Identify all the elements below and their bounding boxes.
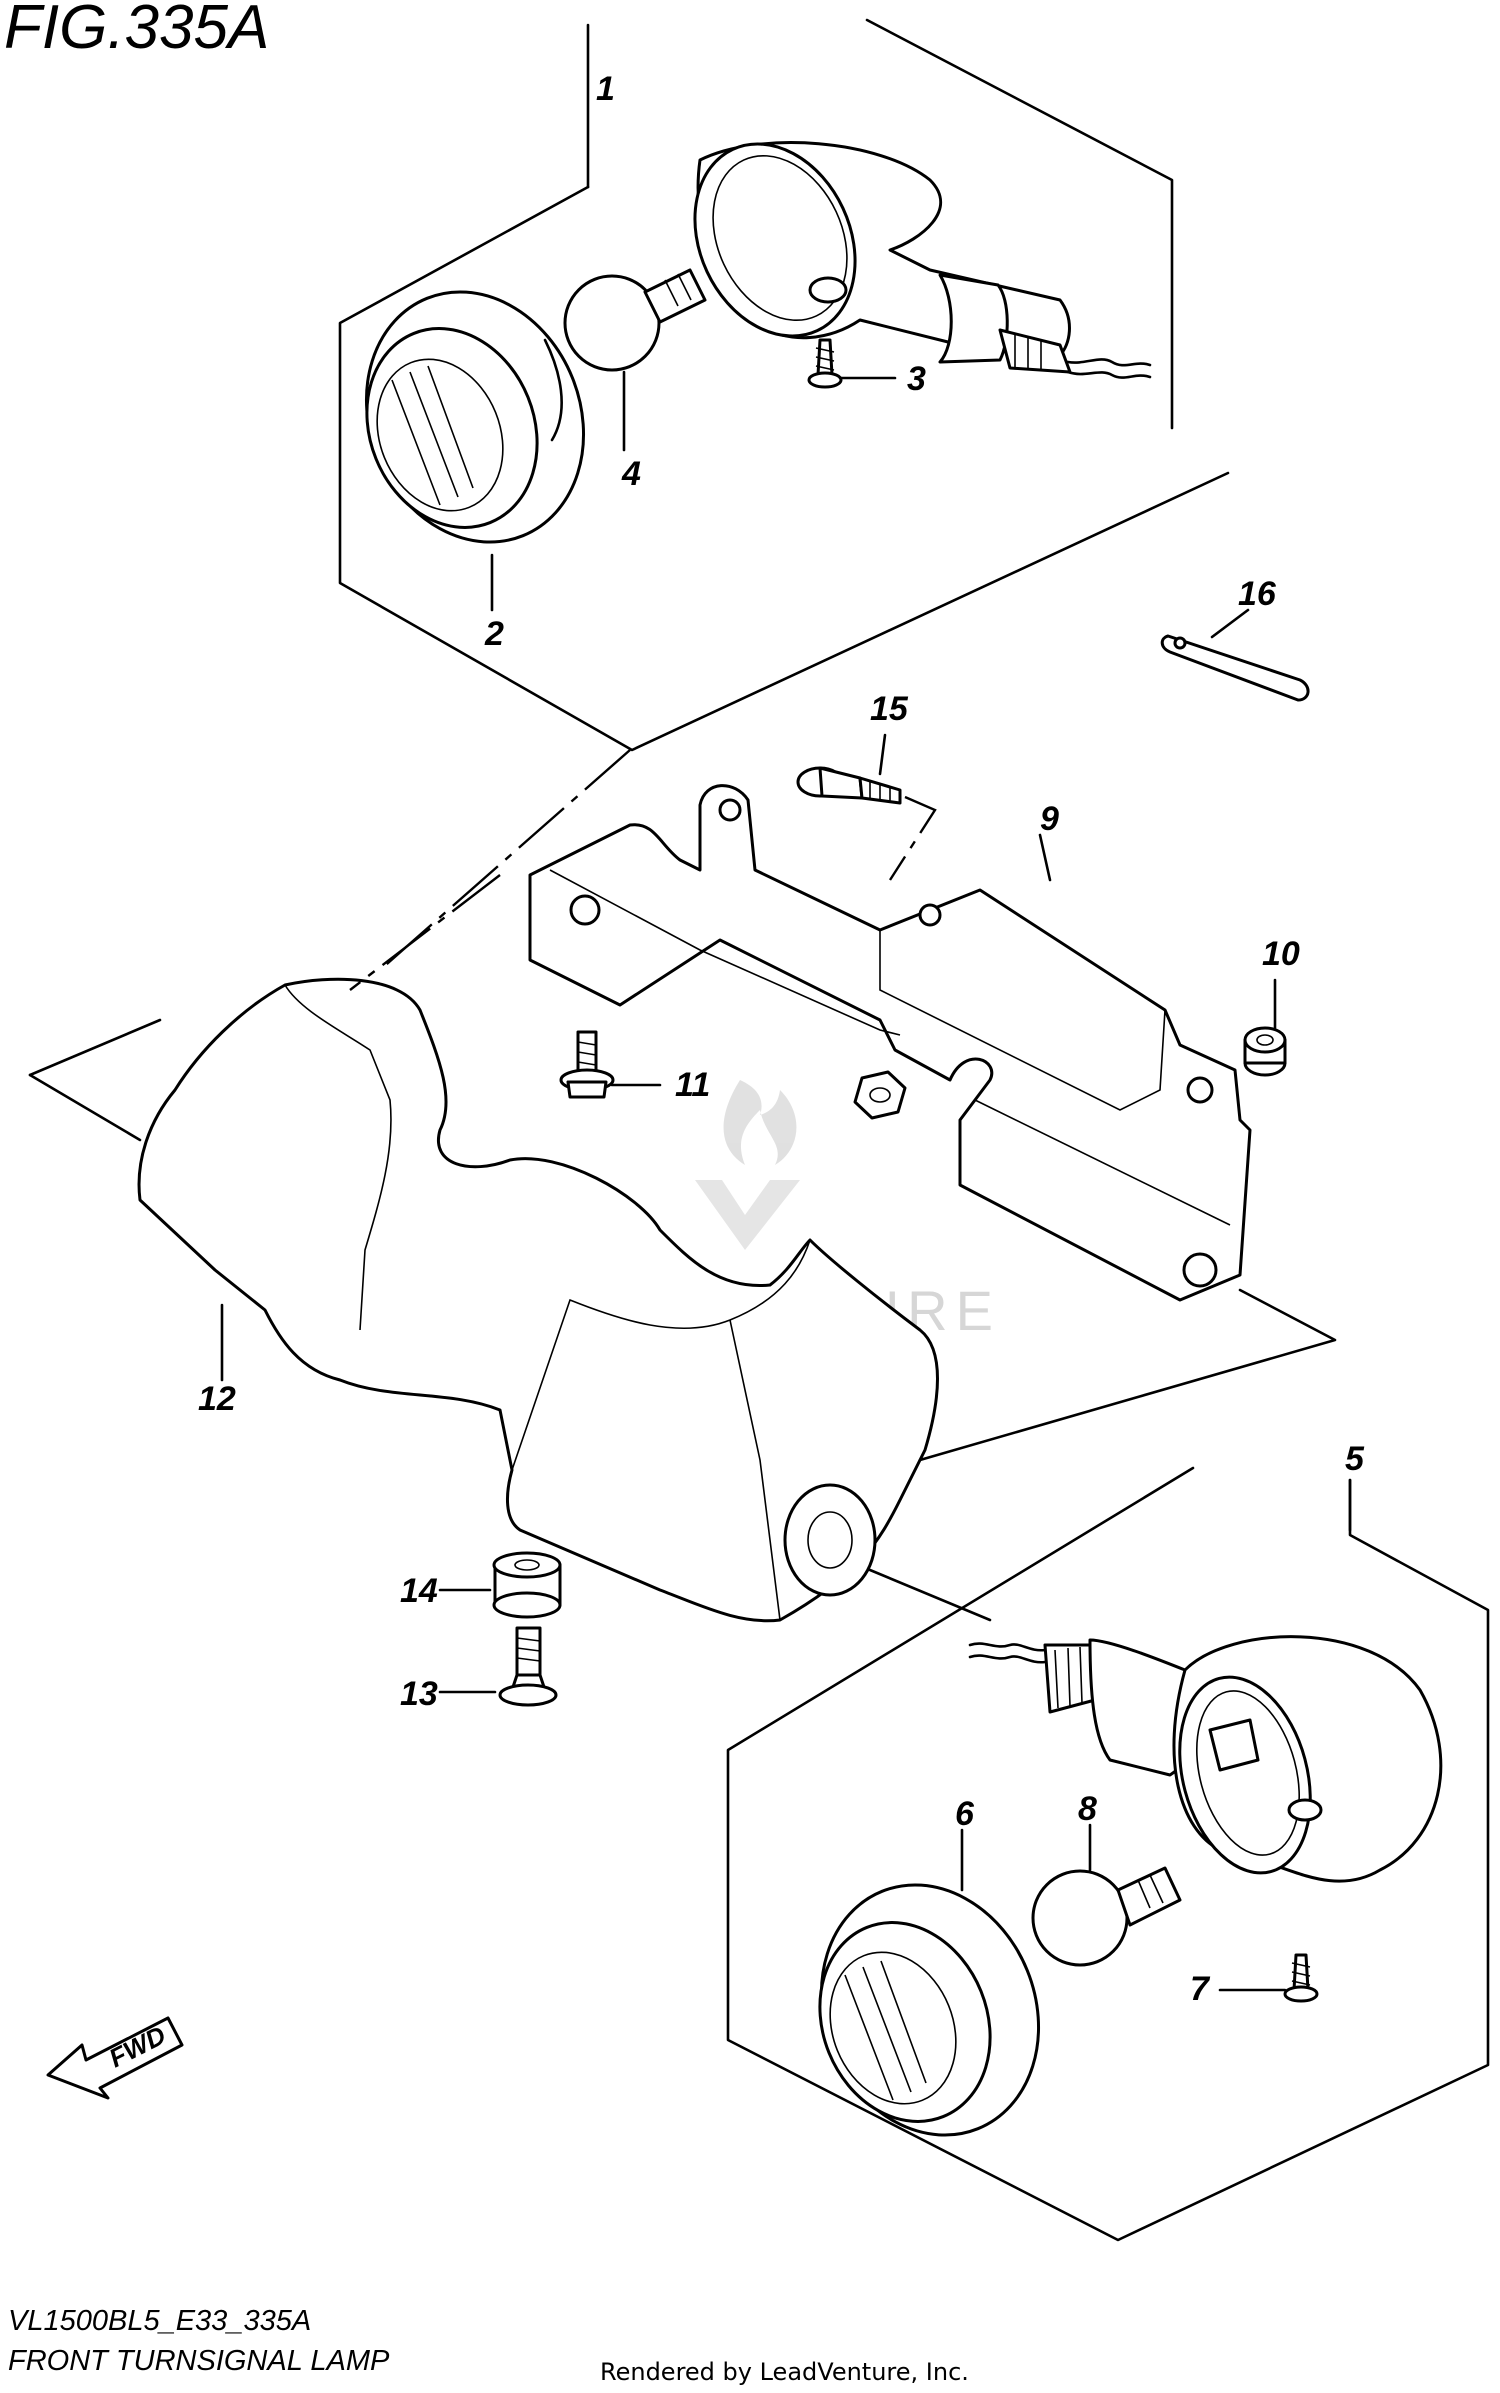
leader-16: [1210, 608, 1250, 639]
callout-14: 14: [400, 1572, 438, 1610]
screw-icon: [807, 338, 843, 389]
assembly-box-top-right: [865, 18, 1174, 430]
watermark-logo-icon: [695, 1080, 800, 1250]
leader-to-lamp-5: [868, 1568, 992, 1622]
figure-name: FRONT TURNSIGNAL LAMP: [8, 2345, 390, 2377]
callout-11: 11: [675, 1066, 710, 1104]
callout-9: 9: [1040, 800, 1059, 838]
cushion-icon: [438, 1551, 562, 1619]
callout-13: 13: [400, 1675, 438, 1713]
lens-icon: [818, 1828, 1041, 2137]
screw-icon: [1218, 1953, 1319, 2003]
cover-icon: [137, 977, 939, 1623]
lamp-assembly-right: [338, 18, 1230, 752]
callout-3: 3: [907, 360, 926, 398]
assembly-box-bottom: [726, 1466, 1490, 2242]
dash-15: [888, 795, 937, 881]
callout-10: 10: [1262, 935, 1300, 973]
figure-title: FIG.335A: [4, 0, 269, 62]
callout-6: 6: [955, 1795, 975, 1833]
rendered-by: Rendered by LeadVenture, Inc.: [600, 2358, 969, 2386]
fwd-arrow-icon: FWD: [46, 2016, 184, 2100]
bolt-icon: [796, 733, 937, 881]
leader-15: [878, 733, 887, 776]
bulb-icon: [563, 268, 707, 372]
bracket-icon: [528, 784, 1252, 1302]
callout-1: 1: [596, 70, 615, 108]
callout-5: 5: [1345, 1440, 1365, 1478]
callout-8: 8: [1078, 1790, 1097, 1828]
callout-labels: 1 2 3 4 5 6 7 8 9 10 11 12 13 14 15 16: [198, 70, 1365, 2008]
cushion-icon: [1243, 978, 1287, 1077]
callout-12: 12: [198, 1380, 236, 1418]
callout-4: 4: [621, 455, 641, 493]
bolt-icon: [559, 1030, 662, 1099]
callout-16: 16: [1238, 575, 1277, 613]
nut-icon: [853, 1070, 907, 1120]
leader-9: [1038, 833, 1052, 882]
callout-15: 15: [870, 690, 909, 728]
lamp-assembly-left: [726, 1466, 1490, 2242]
mounting-plane: [28, 749, 1337, 1622]
figure-code: VL1500BL5_E33_335A: [8, 2305, 311, 2337]
lamp-housing-icon: [693, 141, 1152, 379]
assembly-box-top: [338, 185, 1230, 752]
callout-2: 2: [484, 615, 504, 653]
lamp-housing-icon: [968, 1635, 1443, 1883]
clamp-icon: [1160, 608, 1310, 702]
bulb-icon: [1031, 1823, 1182, 1967]
bolt-icon: [438, 1626, 558, 1707]
callout-7: 7: [1190, 1970, 1211, 2008]
lens-icon: [364, 290, 586, 544]
